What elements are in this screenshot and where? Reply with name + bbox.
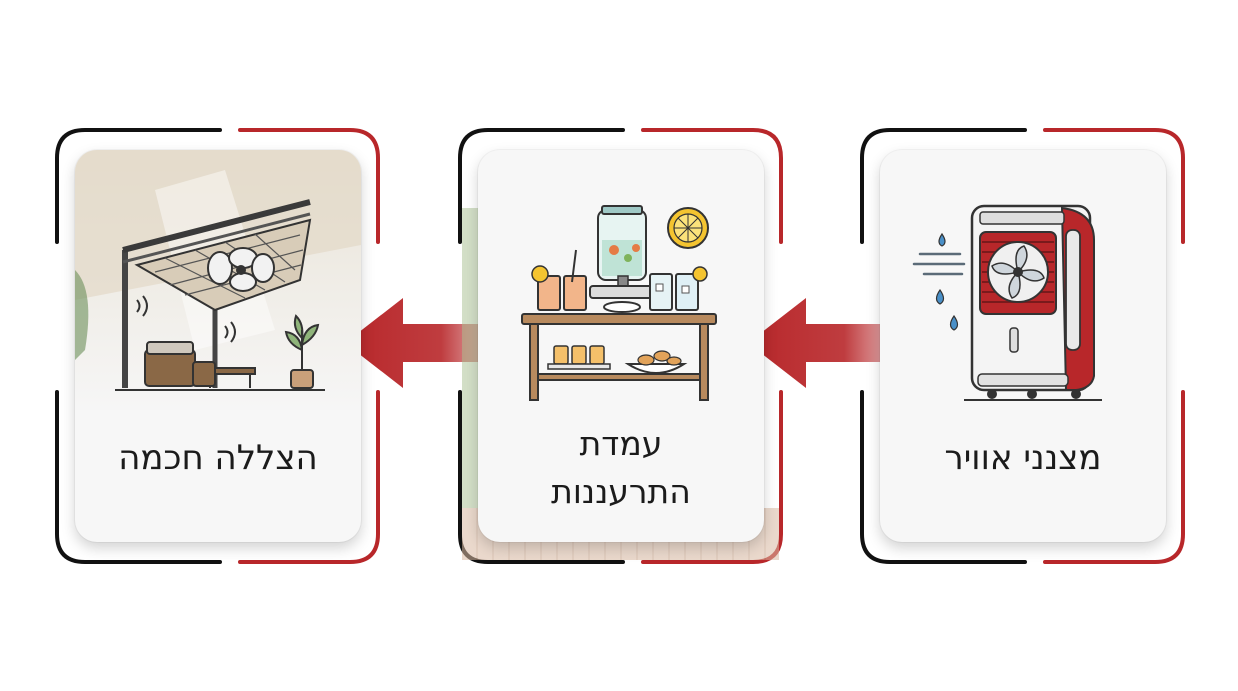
refreshment-station-icon — [521, 205, 717, 401]
frame-brackets — [860, 128, 1185, 564]
step-smart-shade: הצללה חכמה — [55, 128, 380, 564]
step-card: עמדת התרעננות — [478, 150, 764, 542]
step-card: מצנני אוויר — [880, 150, 1166, 542]
background-greenery — [462, 208, 482, 508]
step-card: הצללה חכמה — [75, 150, 361, 542]
frame-brackets — [55, 128, 380, 564]
step-air-cooler: מצנני אוויר — [860, 128, 1185, 564]
flow-arrow-left — [345, 298, 520, 388]
step-label: הצללה חכמה — [118, 438, 318, 478]
step-label: מצנני אוויר — [944, 438, 1102, 478]
smart-shade-pergola-icon — [75, 150, 361, 410]
step-refreshment-station: עמדת התרעננות — [458, 128, 783, 564]
flow-arrow-right — [748, 298, 923, 388]
step-label: עמדת התרעננות — [551, 424, 691, 511]
air-cooler-icon — [912, 204, 1102, 401]
